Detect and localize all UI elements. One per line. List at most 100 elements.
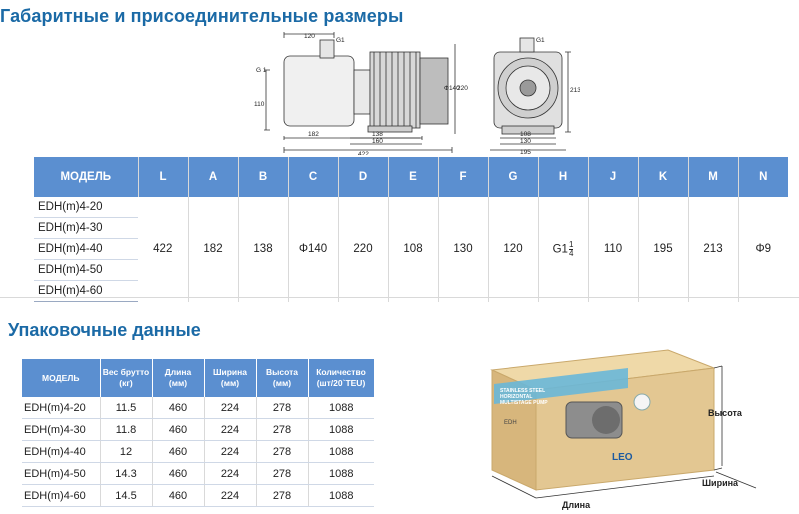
header-height-line2: (мм) — [272, 378, 292, 388]
value-e: 108 — [388, 197, 439, 302]
length-cell: 460 — [152, 397, 205, 419]
box-pump-motor — [592, 406, 620, 434]
value-c: Φ140 — [288, 197, 339, 302]
dim-front-r: 213 — [570, 87, 580, 94]
box-side-text-1: STAINLESS STEEL — [500, 388, 545, 394]
header-n: N — [738, 157, 788, 197]
quantity-cell: 1088 — [308, 462, 374, 485]
header-width: Ширина(мм) — [204, 359, 257, 397]
model-cell: EDH(m)4-30 — [22, 418, 101, 441]
dim-front-b3: 195 — [520, 149, 531, 155]
value-k: 195 — [638, 197, 689, 302]
quantity-cell: 1088 — [308, 440, 374, 463]
dimensions-heading: Габаритные и присоединительные размеры — [0, 6, 404, 26]
quantity-cell: 1088 — [308, 484, 374, 507]
model-cell: EDH(m)4-20 — [22, 397, 101, 419]
length-cell: 460 — [152, 484, 205, 507]
box-model-tag: EDH — [504, 420, 517, 426]
model-cell: EDH(m)4-30 — [34, 217, 138, 239]
model-cell: EDH(m)4-50 — [22, 462, 101, 485]
dim-side-b3: 160 — [372, 138, 383, 145]
header-quantity: Количество(шт/20`TEU) — [308, 359, 375, 397]
model-cell: EDH(m)4-50 — [34, 259, 138, 281]
header-a: A — [188, 157, 239, 197]
dim-side-v1: Ф140 — [444, 85, 460, 92]
header-model: МОДЕЛЬ — [22, 359, 101, 397]
header-width-line2: (мм) — [220, 378, 240, 388]
quantity-cell: 1088 — [308, 418, 374, 441]
header-weight-line1: Вес брутто — [102, 367, 150, 377]
table-row: EDH(m)4-40 — [34, 238, 788, 260]
width-cell: 224 — [204, 418, 257, 441]
dim-front-b1: 108 — [520, 131, 531, 138]
dimensions-table: МОДЕЛЬ L A B C D E F G H J K M N EDH(m)4… — [34, 157, 788, 302]
width-cell: 224 — [204, 440, 257, 463]
dim-side-g1: G1 — [336, 37, 345, 44]
value-h-denominator: 4 — [568, 248, 574, 258]
box-label-band — [494, 368, 628, 404]
weight-cell: 11.5 — [100, 397, 153, 419]
header-length: Длина(мм) — [152, 359, 205, 397]
value-m: 213 — [688, 197, 739, 302]
packing-box-illustration: STAINLESS STEEL HORIZONTAL MULTISTAGE PU… — [490, 349, 757, 510]
table-row: EDH(m)4-50 — [34, 259, 788, 281]
table-row: EDH(m)4-60 14.5 460 224 278 1088 — [22, 484, 374, 507]
header-e: E — [388, 157, 439, 197]
value-b: 138 — [238, 197, 289, 302]
packing-heading: Упаковочные данные — [8, 320, 201, 340]
table-row: EDH(m)4-20 422 182 138 Φ140 220 108 130 … — [34, 197, 788, 302]
box-height-label: Высота — [708, 408, 743, 418]
value-g: 120 — [488, 197, 539, 302]
header-length-line1: Длина — [164, 367, 192, 377]
value-f: 130 — [438, 197, 489, 302]
length-cell: 460 — [152, 462, 205, 485]
height-cell: 278 — [256, 440, 309, 463]
height-cell: 278 — [256, 462, 309, 485]
weight-cell: 11.8 — [100, 418, 153, 441]
width-cell: 224 — [204, 397, 257, 419]
value-h-prefix: G1 — [552, 243, 568, 256]
header-height-line1: Высота — [266, 367, 298, 377]
model-cell: EDH(m)4-60 — [34, 280, 138, 302]
box-width-label: Ширина — [702, 478, 739, 488]
dim-side-v2: 220 — [457, 85, 468, 92]
table-row: EDH(m)4-30 11.8 460 224 278 1088 — [22, 418, 374, 441]
value-j: 110 — [588, 197, 639, 302]
header-j: J — [588, 157, 639, 197]
value-l: 422 — [138, 197, 189, 302]
header-f: F — [438, 157, 489, 197]
value-h-numerator: 1 — [568, 239, 574, 250]
model-cell: EDH(m)4-60 — [22, 484, 101, 507]
box-brand: LEO — [612, 452, 633, 463]
header-model: МОДЕЛЬ — [34, 157, 139, 197]
dim-side-left2: 110 — [254, 101, 265, 108]
value-d: 220 — [338, 197, 389, 302]
header-height: Высота(мм) — [256, 359, 309, 397]
table-row: EDH(m)4-50 14.3 460 224 278 1088 — [22, 462, 374, 485]
pump-dimension-drawing: 120 G1 G 1 110 182 138 160 422 Ф140 220 … — [254, 32, 580, 155]
box-side-text-3: MULTISTAGE PUMP — [500, 400, 548, 406]
dim-side-b1: 182 — [308, 131, 319, 138]
header-d: D — [338, 157, 389, 197]
header-m: M — [688, 157, 739, 197]
header-quantity-line2: (шт/20`TEU) — [316, 378, 366, 388]
header-width-line1: Ширина — [212, 367, 248, 377]
height-cell: 278 — [256, 418, 309, 441]
packing-header-row: МОДЕЛЬ Вес брутто(кг) Длина(мм) Ширина(м… — [22, 359, 375, 397]
packing-table: МОДЕЛЬ Вес брутто(кг) Длина(мм) Ширина(м… — [22, 359, 375, 507]
header-h: H — [538, 157, 589, 197]
dim-front-g: G1 — [536, 37, 545, 44]
header-quantity-line1: Количество — [316, 367, 366, 377]
dim-side-left1: G 1 — [256, 67, 267, 74]
height-cell: 278 — [256, 397, 309, 419]
height-cell: 278 — [256, 484, 309, 507]
dim-front-b2: 130 — [520, 138, 531, 145]
length-cell: 460 — [152, 440, 205, 463]
dim-side-top: 120 — [304, 33, 315, 40]
header-weight-line2: (кг) — [119, 378, 133, 388]
table-row: EDH(m)4-40 12 460 224 278 1088 — [22, 440, 374, 463]
box-side-text-2: HORIZONTAL — [500, 394, 532, 400]
header-weight: Вес брутто(кг) — [100, 359, 153, 397]
